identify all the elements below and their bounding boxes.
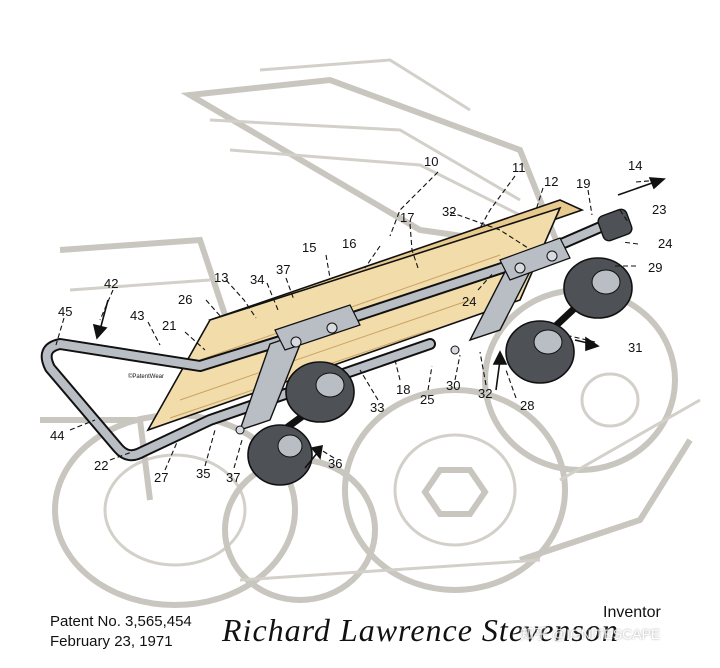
callout-15: 15 [302, 240, 316, 255]
callout-24b: 24 [462, 294, 476, 309]
callout-32a: 32 [442, 204, 456, 219]
inventor-signature: Richard Lawrence Stevenson [222, 612, 619, 648]
callout-17: 17 [400, 210, 414, 225]
callout-26: 26 [178, 292, 192, 307]
callout-13: 13 [214, 270, 228, 285]
ghost-background-drawing [40, 58, 701, 608]
front-wheel-lower [505, 320, 575, 384]
callout-37a: 37 [276, 262, 290, 277]
callout-31: 31 [628, 340, 642, 355]
callout-18: 18 [396, 382, 410, 397]
callout-10: 10 [424, 154, 438, 169]
callout-45: 45 [58, 304, 72, 319]
callout-14: 14 [628, 158, 642, 173]
patent-number: Patent No. 3,565,454 [50, 613, 192, 630]
callout-labels: 10 11 12 14 19 23 32 17 16 15 24 29 24 3… [50, 154, 672, 485]
bolts [235, 250, 558, 435]
direction-arrows [92, 177, 666, 469]
callout-23: 23 [652, 202, 666, 217]
inventor-label: Inventor [603, 604, 661, 621]
copyright-mark: ©PatentWear [128, 373, 164, 380]
front-wheel-upper [563, 257, 633, 319]
callout-11: 11 [512, 160, 526, 175]
callout-33: 33 [370, 400, 384, 415]
callout-28: 28 [520, 398, 534, 413]
callout-37b: 37 [226, 470, 240, 485]
callout-19: 19 [576, 176, 590, 191]
skateboard-drawing: ©PatentWear [40, 199, 633, 486]
patent-date: February 23, 1971 [50, 633, 173, 650]
callout-43: 43 [130, 308, 144, 323]
callout-22: 22 [94, 458, 108, 473]
callout-16: 16 [342, 236, 356, 251]
callout-29: 29 [648, 260, 662, 275]
front-end-cap [597, 208, 633, 242]
watermark: 知乎 @IGNITESCAPE [520, 626, 661, 642]
rear-wheel-upper [285, 361, 355, 423]
patent-info: Patent No. 3,565,454 February 23, 1971 [50, 612, 192, 652]
callout-27: 27 [154, 470, 168, 485]
callout-25: 25 [420, 392, 434, 407]
callout-30: 30 [446, 378, 460, 393]
leader-lines [55, 171, 661, 471]
callout-35: 35 [196, 466, 210, 481]
rear-wheel-lower [247, 424, 313, 486]
callout-21: 21 [162, 318, 176, 333]
callout-24a: 24 [658, 236, 672, 251]
callout-12: 12 [544, 174, 558, 189]
callout-42: 42 [104, 276, 118, 291]
callout-44: 44 [50, 428, 64, 443]
callout-36: 36 [328, 456, 342, 471]
callout-32b: 32 [478, 386, 492, 401]
callout-34: 34 [250, 272, 264, 287]
